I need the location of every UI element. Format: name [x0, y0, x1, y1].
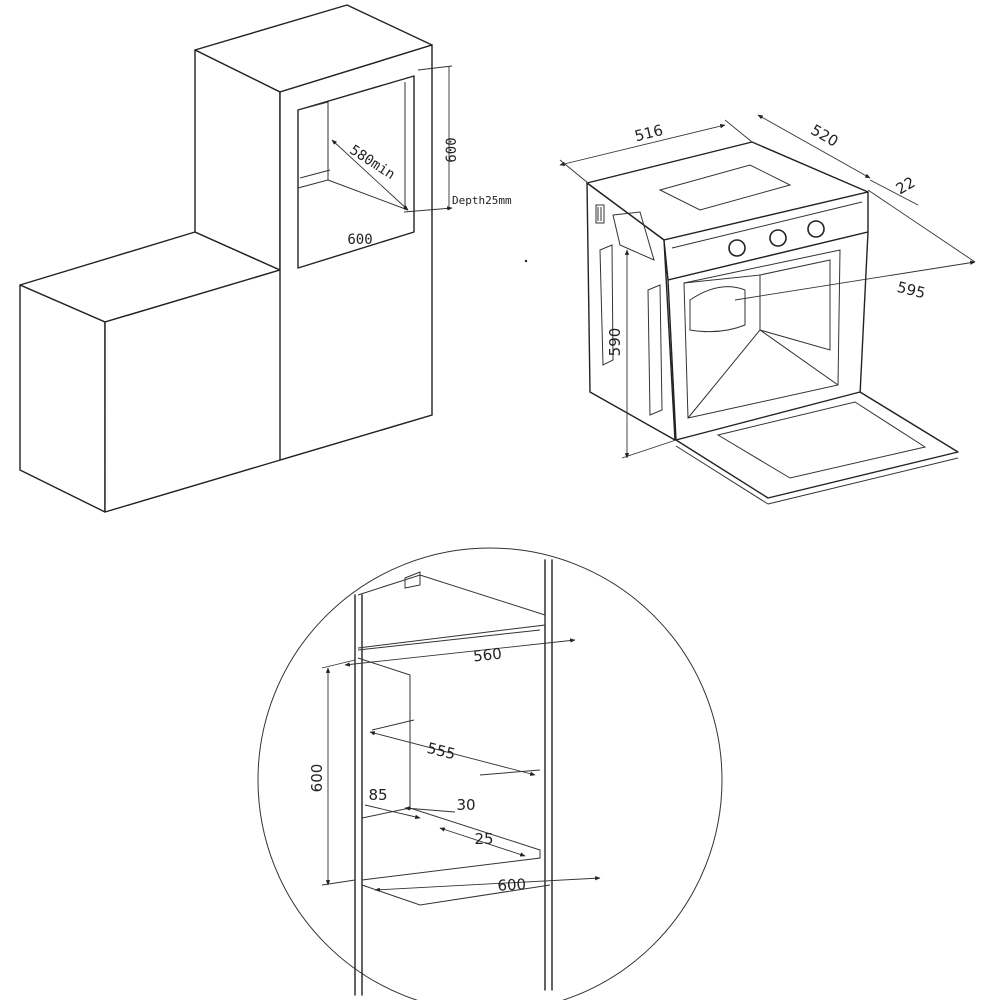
depth-label: 555 [425, 739, 457, 763]
vent-front-dim-line [404, 806, 456, 813]
height-label: 600 [308, 764, 326, 793]
front-label: 22 [893, 173, 919, 198]
inner-depth-dim-line [331, 139, 409, 211]
oven-door [675, 391, 959, 499]
depth-body-label: 516 [633, 121, 665, 145]
front-dim-line [869, 179, 919, 206]
width-label: 600 [347, 232, 372, 248]
lower-cabinet-front [19, 284, 106, 513]
depth-note-label: Depth25mm [452, 194, 512, 207]
knob-left-icon [728, 239, 746, 257]
cabinet-detail-circle: 560 555 600 85 30 25 600 [257, 547, 723, 1000]
width-bottom-dim-line [374, 876, 601, 892]
vent-gap-label: 25 [474, 830, 493, 848]
width-label: 595 [895, 278, 927, 302]
width-bottom-label: 600 [497, 875, 527, 894]
oven-diagram: 516 520 22 595 590 [559, 114, 976, 505]
vent-gap-dim-line [439, 827, 526, 857]
height-label: 600 [444, 137, 460, 162]
depth-body-dim-line [559, 124, 726, 166]
fan-element-icon [689, 286, 746, 333]
depth-dim-line [369, 731, 536, 776]
vent-left-label: 85 [368, 786, 387, 804]
width-dim-line [734, 260, 976, 301]
vent-front-label: 30 [456, 796, 475, 814]
cabinet-niche-diagram: 600 580min 600 Depth25mm [19, 4, 512, 513]
knob-middle-icon [769, 229, 787, 247]
width-top-label: 560 [472, 645, 502, 666]
vent-left-dim-line [364, 804, 421, 819]
knob-right-icon [807, 220, 825, 238]
width-top-dim-line [344, 638, 576, 667]
depth-total-dim-line [757, 114, 871, 179]
height-label: 590 [606, 328, 624, 357]
detail-circle-outline [257, 547, 723, 1000]
